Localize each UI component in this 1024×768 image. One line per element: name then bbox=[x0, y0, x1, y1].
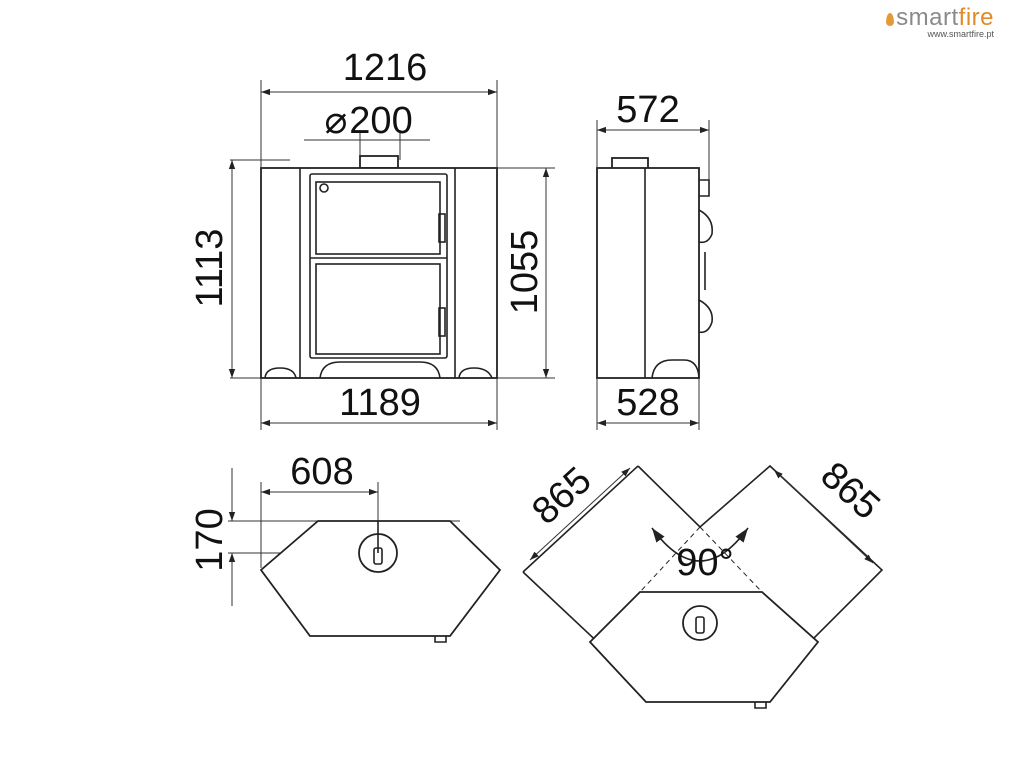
dim-base-width: 1189 bbox=[339, 382, 421, 424]
upper-door-handle bbox=[438, 213, 446, 243]
stove-top-outline bbox=[259, 520, 502, 637]
angle-arc bbox=[651, 527, 749, 562]
stove-corner-outline bbox=[588, 591, 820, 703]
dim-line-side-a bbox=[529, 467, 631, 561]
dim-corner-angle: 90° bbox=[676, 542, 733, 584]
dim-overall-width: 1216 bbox=[343, 47, 428, 89]
lower-door-handle bbox=[438, 307, 446, 337]
brand-url: www.smartfire.pt bbox=[927, 29, 994, 39]
corner-view: 865 865 90° bbox=[522, 454, 888, 709]
top-view: 608 170 bbox=[189, 451, 502, 643]
dim-flue-offset-x: 608 bbox=[290, 451, 353, 493]
brand-name-part1: smart bbox=[896, 4, 959, 31]
side-view: 572 528 bbox=[596, 89, 714, 430]
dim-body-height: 1055 bbox=[504, 230, 546, 315]
dim-line-side-b bbox=[773, 469, 874, 564]
dim-flue-diameter-symbol: ⌀ bbox=[325, 100, 348, 142]
dim-flue-diameter: 200 bbox=[349, 100, 412, 142]
dim-top-depth: 572 bbox=[616, 89, 679, 131]
dim-base-depth: 528 bbox=[616, 382, 679, 424]
stove-front-body bbox=[260, 167, 498, 379]
brand-logo: smartfire www.smartfire.pt bbox=[886, 4, 994, 39]
door-knob-icon bbox=[319, 183, 329, 193]
flue-collar bbox=[359, 155, 399, 169]
stove-side-body bbox=[596, 167, 700, 379]
dim-side-a: 865 bbox=[524, 459, 599, 533]
dim-flue-offset-y: 170 bbox=[189, 508, 231, 571]
dim-total-height: 1113 bbox=[189, 229, 231, 308]
flame-icon bbox=[886, 13, 895, 26]
front-view: 1216 ⌀ 200 1113 1055 1189 bbox=[189, 47, 555, 430]
corner-flue-outlet bbox=[682, 605, 718, 641]
brand-name-part2: fire bbox=[958, 4, 994, 31]
